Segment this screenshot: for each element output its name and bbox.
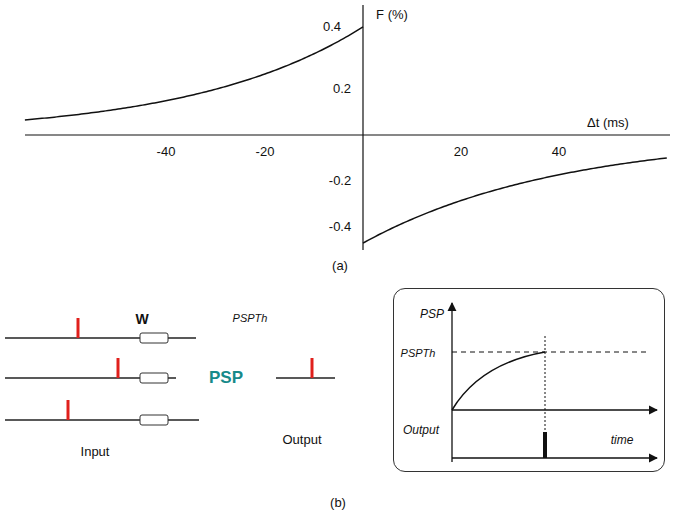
output-pulse xyxy=(543,432,547,458)
neuron-body-outline xyxy=(115,282,295,462)
synapse-weight xyxy=(140,333,168,343)
neuron-body: W PSPThPSP xyxy=(115,282,295,462)
synapse-weight xyxy=(140,415,168,425)
psp-sphere-shape xyxy=(177,329,275,427)
output-label: Output xyxy=(282,433,321,447)
psp-curve xyxy=(452,352,545,410)
output-line xyxy=(276,377,335,379)
threshold-label: PSPTh xyxy=(401,347,436,359)
output-spike xyxy=(311,358,314,378)
input-label: Input xyxy=(81,445,110,459)
input-spike xyxy=(67,400,70,420)
tick-label: -0.4 xyxy=(329,220,351,234)
input-line xyxy=(5,377,140,379)
psp-panel: PSP PSPThOutput time xyxy=(393,288,665,472)
psp-sphere: PSP xyxy=(176,328,276,428)
weight-label: W xyxy=(135,312,148,327)
axis-title: F (%) xyxy=(376,8,408,22)
input-line xyxy=(168,337,196,339)
tick-label: 0.4 xyxy=(323,20,341,34)
threshold-line xyxy=(452,352,650,353)
tick-label: 40 xyxy=(552,145,566,159)
y-axis xyxy=(362,5,363,250)
input-line xyxy=(168,377,176,379)
input-spike xyxy=(117,358,120,378)
input-line xyxy=(5,337,140,339)
panel-label: (b) xyxy=(330,496,346,510)
neuron-body-shape xyxy=(116,283,294,461)
fire-time-line xyxy=(545,336,546,458)
threshold-label: PSPTh xyxy=(233,312,268,324)
stdp-curve xyxy=(363,158,667,243)
axis-label: time xyxy=(611,434,634,447)
psp-axis xyxy=(451,303,452,462)
tick-label: -20 xyxy=(256,145,275,159)
axis-label: PSP xyxy=(420,308,444,321)
time-axis xyxy=(452,409,657,410)
psp-label: PSP xyxy=(209,369,243,388)
input-line xyxy=(5,419,140,421)
axis-title: Δt (ms) xyxy=(587,116,629,130)
panel-label: (a) xyxy=(332,259,348,273)
tick-label: 20 xyxy=(454,145,468,159)
stdp-curve xyxy=(25,27,363,120)
tick-label: 0.2 xyxy=(333,82,351,96)
input-spike xyxy=(77,318,80,338)
tick-label: -40 xyxy=(157,145,176,159)
x-axis xyxy=(25,134,670,135)
tick-label: -0.2 xyxy=(329,174,351,188)
axis-label: Output xyxy=(403,424,439,437)
synapse-weight xyxy=(140,373,168,383)
input-line xyxy=(168,419,199,421)
output-axis xyxy=(452,457,657,458)
